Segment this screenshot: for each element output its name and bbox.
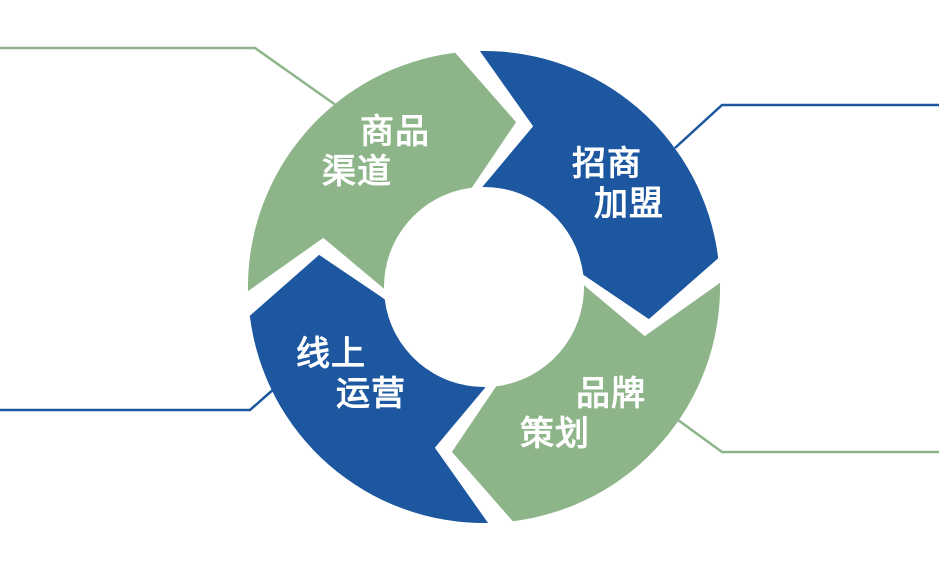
- segment-brand: [451, 282, 721, 522]
- leader-line-franchise: [674, 103, 939, 149]
- label-online: 线上 运营: [296, 334, 406, 414]
- segment-channel: [247, 52, 517, 292]
- leader-line-brand: [677, 418, 939, 454]
- leader-line-online: [0, 387, 276, 412]
- label-channel-line1: 商品: [360, 112, 430, 152]
- label-brand: 品牌 策划: [520, 374, 646, 454]
- label-franchise-line1: 招商: [572, 144, 642, 184]
- segment-online: [249, 254, 489, 524]
- label-online-line1: 线上: [296, 334, 366, 374]
- label-channel-line2: 渠道: [322, 152, 392, 192]
- label-brand-line1: 品牌: [576, 374, 646, 414]
- label-online-line2: 运营: [336, 374, 406, 414]
- label-brand-line2: 策划: [520, 414, 590, 454]
- label-franchise-line2: 加盟: [594, 184, 664, 224]
- leader-line-channel: [0, 46, 341, 110]
- label-franchise: 招商 加盟: [572, 144, 664, 224]
- segment-franchise: [479, 50, 719, 320]
- label-channel: 商品 渠道: [322, 112, 430, 192]
